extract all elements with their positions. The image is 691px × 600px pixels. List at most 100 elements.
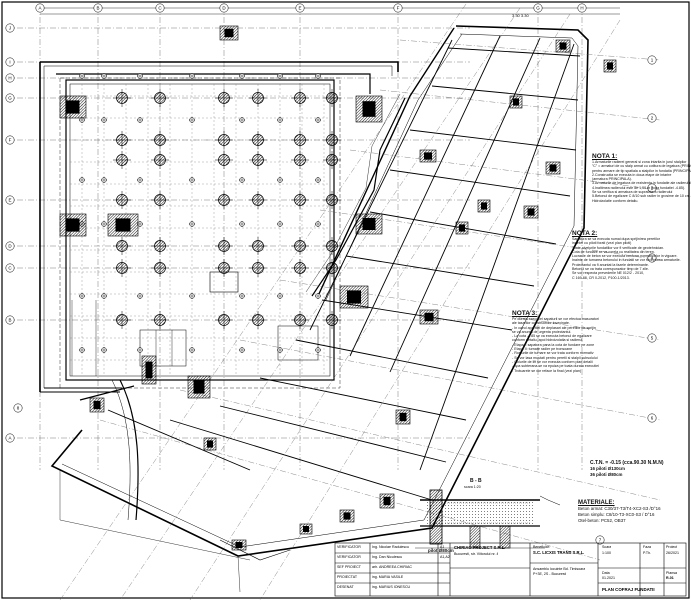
elevation-note: C.T.N. = -0.15 (cca.90.30 N.M.N) 16 pilo… <box>590 460 686 477</box>
wing-axis-bubble-ring <box>647 253 657 263</box>
beneficiar-label: Beneficiar: <box>533 545 550 549</box>
note-line: - La cota -4.85 se va executa betonul de… <box>512 334 592 339</box>
note-line: Se vor respecta prevederile NE 012/2 - 2… <box>572 271 645 276</box>
wing-axis-trans <box>349 149 661 191</box>
note-line: Inainte de turnarea betonului in fundati… <box>572 258 681 263</box>
grid-bubble-row-ring <box>5 195 15 205</box>
piles <box>79 73 321 353</box>
note-line: - Rosturile de turnare se vor trata conf… <box>512 351 594 356</box>
pilaster-core <box>235 542 243 548</box>
tb-code: A1 <box>440 545 445 549</box>
grid-bubble-row: C <box>5 263 15 273</box>
wing-axis-bubble-text: 3 <box>651 186 654 191</box>
note-line: Cota de fundare se va corela cu realitat… <box>572 249 655 254</box>
pilaster-core <box>193 380 205 394</box>
wing-beam-trans <box>259 377 467 421</box>
sheet-title: PLAN COFRAJ FUNDATII <box>602 588 655 592</box>
note-line: 3.Armaturile de legatura de rezistenta i… <box>592 181 691 186</box>
tb-role: DESENAT <box>337 585 354 589</box>
grid-bubble-col-text: F <box>397 6 400 11</box>
note-line: 5.Betonul de egalizare C 8/10 sub radier… <box>592 194 691 199</box>
pilaster-core <box>513 98 519 106</box>
grid-bubble-col: C <box>155 3 165 13</box>
pilaster-core <box>607 62 613 70</box>
note-line: (armatura PRINCIPALA). <box>592 177 632 182</box>
tb-person: arh. ANDREEA CHIRIAC <box>372 565 412 569</box>
grid-bubble-row: J <box>5 23 15 33</box>
grid-bubble-row-ring <box>5 93 15 103</box>
grid-bubble-col: F <box>393 3 403 13</box>
wing-axis-long <box>119 7 521 600</box>
company-address: Bucuresti, str. Viitorului nr. 4 <box>454 552 499 556</box>
wing-axis-bubble-ring <box>647 55 657 65</box>
top-dimension-chain <box>40 7 620 15</box>
grid-bubble-row: E <box>5 195 15 205</box>
note-line: Proiectantul va fi anuntat la fazele det… <box>572 262 649 267</box>
note-1-title: NOTA 1: <box>592 153 618 160</box>
wing-axis-trans <box>99 419 601 561</box>
project-number: 26/2021 <box>666 551 679 555</box>
pilaster-core <box>559 42 567 50</box>
top-dimension-text: 3.30 3.30 <box>512 13 529 18</box>
note-line: Lucrarile de beton se vor executa confor… <box>572 254 678 259</box>
grid-bubble-col-ring <box>219 3 229 13</box>
tb-role: VERIFICATOR <box>337 555 361 559</box>
note-line: - Trotuarele se vor reface la final (vez… <box>512 368 582 373</box>
grid-bubble-row-text: E <box>8 198 11 203</box>
note-line: C 169-88, CR 0-2012, P100-1/2013. <box>572 275 630 280</box>
pilaster-core <box>93 400 101 410</box>
tb-person: ing. MARIA VASILE <box>372 575 404 579</box>
grid-bubble-row-ring <box>5 57 15 67</box>
grid-bubble-col: A <box>35 3 45 13</box>
pilaster-core <box>66 100 80 114</box>
note-line: Hidroizolatie conform detaliu. <box>592 198 639 203</box>
material-line: Beton simplu: C8/10-T3-XC0-S3 / D°16 <box>578 512 655 517</box>
grid-bubble-col-ring <box>295 3 305 13</box>
grid-bubble-col-ring <box>93 3 103 13</box>
wing-axis-bubble-ring <box>595 535 605 545</box>
grid-bubble-row-text: D <box>8 244 12 249</box>
project-number-label: Proiect <box>666 545 678 549</box>
titleblock-frame <box>334 542 687 597</box>
grid-bubble-row-text: F <box>9 138 12 143</box>
tb-code: A1,A2 <box>440 555 450 559</box>
wing-axis-bubble: 4 <box>647 253 657 263</box>
wing-axis-bubble: 1 <box>647 55 657 65</box>
pilaster-core <box>66 218 80 232</box>
wing-axis-bubble-text: 8 <box>17 406 20 411</box>
wing-axis-long <box>189 13 571 600</box>
grid-bubble-row: B <box>5 315 15 325</box>
company-name: CHIRIAC PROJECT S.R.L. <box>454 546 506 550</box>
grid-bubble-row-ring <box>5 263 15 273</box>
wing-axis-bubble-text: 7 <box>599 538 602 543</box>
grid-bubble-row-text: H <box>8 76 11 81</box>
grid-bubble-col: E <box>295 3 305 13</box>
pilaster-core <box>527 208 535 216</box>
plan-number: R-01 <box>666 576 674 580</box>
grid-bubble-col-ring <box>533 3 543 13</box>
wing-axis-bubble: 7 <box>595 535 605 545</box>
project-location: P+3E, 2S - Bucuresti <box>533 572 567 576</box>
materials-title: MATERIALE: <box>578 500 615 506</box>
grid-bubble-row: A <box>5 433 15 443</box>
pilaster-core <box>303 526 309 532</box>
wall-pilasters <box>59 25 617 551</box>
wing-axis-bubble-text: 1 <box>651 58 654 63</box>
pilaster-core <box>424 312 434 322</box>
wing-beam-trans <box>169 419 433 501</box>
wing-beam-trans <box>107 409 251 471</box>
note-line: ale tasarilor constructiilor invecinate. <box>512 321 570 326</box>
pilaster-core <box>224 28 234 38</box>
note-3-lines: Pe durata executiei sapaturii se vor efe… <box>512 317 662 373</box>
wing-beam-trans <box>345 255 535 287</box>
wing-beam-trans <box>389 169 571 197</box>
wing-axis-bubble-ring <box>647 413 657 423</box>
piles-large-count: 16 piloti Ø130cm <box>590 466 625 471</box>
grid-bubble-row: G <box>5 93 15 103</box>
pilaster-core <box>362 218 376 230</box>
wing-axis-bubble-text: 6 <box>651 416 654 421</box>
note-line: 2.Constructia se executa in doua etape d… <box>592 172 672 177</box>
pilaster-core <box>399 412 407 422</box>
